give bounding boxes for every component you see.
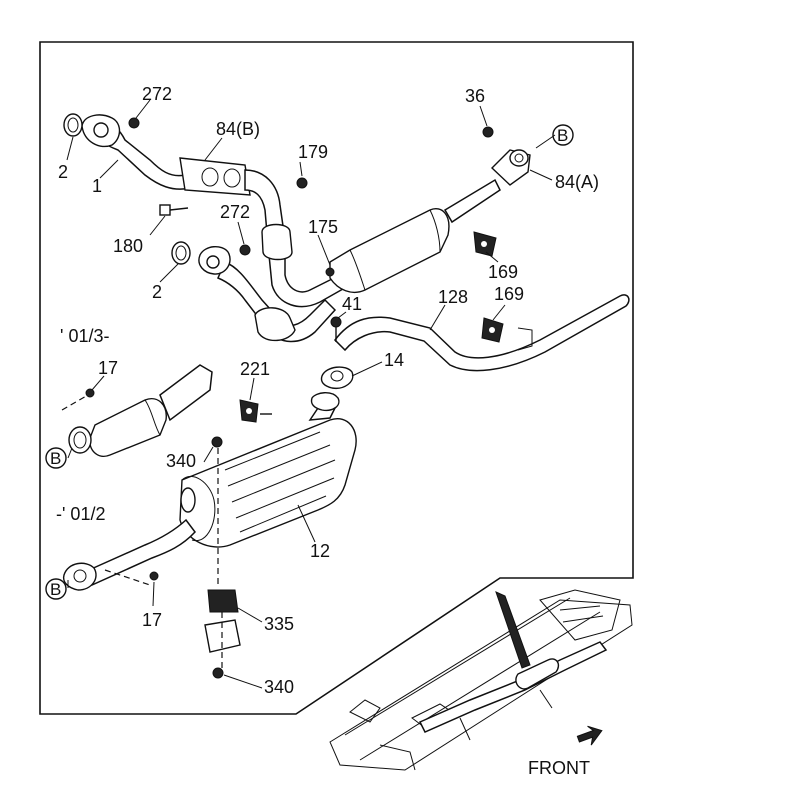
front-arrow-icon: [576, 725, 603, 746]
callout-340-upper: 340: [166, 451, 196, 471]
marker-b-top: [552, 124, 574, 146]
bolt-41: [330, 316, 342, 342]
gasket-2-lower: [171, 241, 191, 265]
flange-84b: [179, 157, 251, 196]
nut-179: [296, 177, 308, 189]
gasket-14: [320, 366, 354, 389]
callout-b-mid: B: [50, 449, 61, 468]
leader-lines: [66, 99, 556, 689]
flange-84a: [490, 149, 531, 186]
chassis-overview: [329, 589, 633, 771]
callout-84b: 84(B): [216, 119, 260, 139]
nut-272-lower: [239, 244, 251, 256]
hanger-221: [239, 399, 272, 423]
hanger-169-lower: [481, 317, 504, 343]
front-section-early: [62, 518, 196, 591]
y-pipe: [198, 169, 352, 343]
callout-2-upper: 2: [58, 162, 68, 182]
front-section-late: [61, 364, 213, 457]
callout-1: 1: [92, 176, 102, 196]
gasket-2-upper: [63, 113, 83, 137]
bolt-180: [159, 204, 189, 216]
callout-2-lower: 2: [152, 282, 162, 302]
diagram-frame: [39, 41, 634, 715]
variant-label-early: -' 01/2: [56, 504, 105, 524]
front-label: FRONT: [528, 758, 590, 778]
callout-b-top: B: [557, 126, 568, 145]
callout-41: 41: [342, 294, 362, 314]
callout-17-upper: 17: [98, 358, 118, 378]
callout-340-lower: 340: [264, 677, 294, 697]
callout-180: 180: [113, 236, 143, 256]
callout-169-lower: 169: [494, 284, 524, 304]
variant-label-late: ' 01/3-: [60, 326, 109, 346]
callout-17-lower: 17: [142, 610, 162, 630]
callout-84a: 84(A): [555, 172, 599, 192]
front-indicator: FRONT: [528, 725, 603, 778]
callout-128: 128: [438, 287, 468, 307]
callout-272-lower: 272: [220, 202, 250, 222]
marker-b-low: [45, 578, 67, 600]
callout-36: 36: [465, 86, 485, 106]
muffler-12: [179, 392, 357, 548]
callout-175: 175: [308, 217, 338, 237]
tail-pipe-128: [334, 294, 630, 372]
callout-labels: 272 2 1 84(B) 179 180 272 2 175 36 B 84(…: [50, 84, 599, 697]
catalytic-converter: [325, 178, 501, 294]
callout-14: 14: [384, 350, 404, 370]
callout-b-low: B: [50, 580, 61, 599]
marker-b-mid: [45, 447, 67, 469]
hanger-169-upper: [473, 231, 497, 257]
callout-169-upper: 169: [488, 262, 518, 282]
nut-272-upper: [128, 117, 140, 129]
mount-335: [204, 436, 241, 679]
front-pipe-1: [81, 114, 206, 190]
callout-272-upper: 272: [142, 84, 172, 104]
callout-221: 221: [240, 359, 270, 379]
callout-335: 335: [264, 614, 294, 634]
callout-179: 179: [298, 142, 328, 162]
nut-36: [482, 126, 494, 138]
callout-12: 12: [310, 541, 330, 561]
